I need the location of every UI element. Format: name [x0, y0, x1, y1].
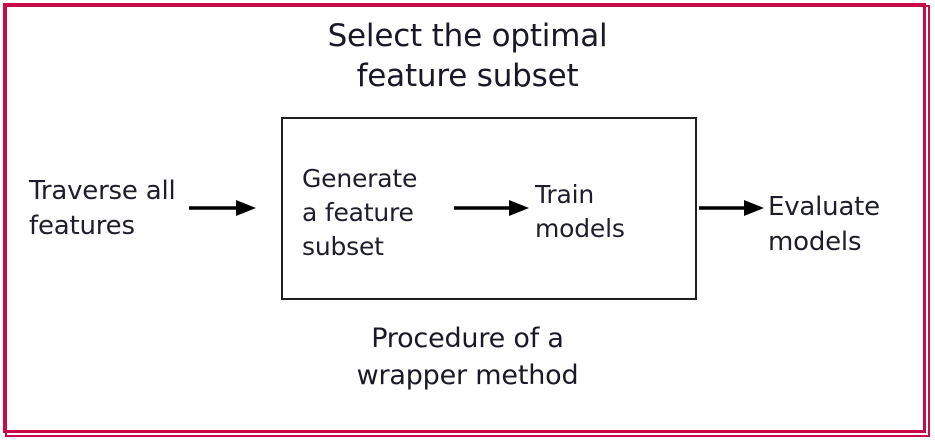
outer-frame-border-inner — [5, 5, 930, 437]
arrow-generate-to-train-icon — [453, 196, 531, 224]
node-label-generate-a-feature-subset: Generate a feature subset — [302, 164, 418, 261]
diagram-title: Select the optimal feature subset — [327, 18, 608, 94]
node-label-evaluate-models: Evaluate models — [768, 192, 880, 257]
node-label-train-models: Train models — [535, 180, 625, 243]
node-label-traverse-all-features: Traverse all features — [29, 176, 176, 241]
arrow-train-to-evaluate-icon — [698, 196, 766, 224]
diagram-caption: Procedure of a wrapper method — [356, 323, 579, 391]
arrow-traverse-to-generate-icon — [188, 196, 258, 224]
outer-frame-border — [3, 3, 926, 433]
